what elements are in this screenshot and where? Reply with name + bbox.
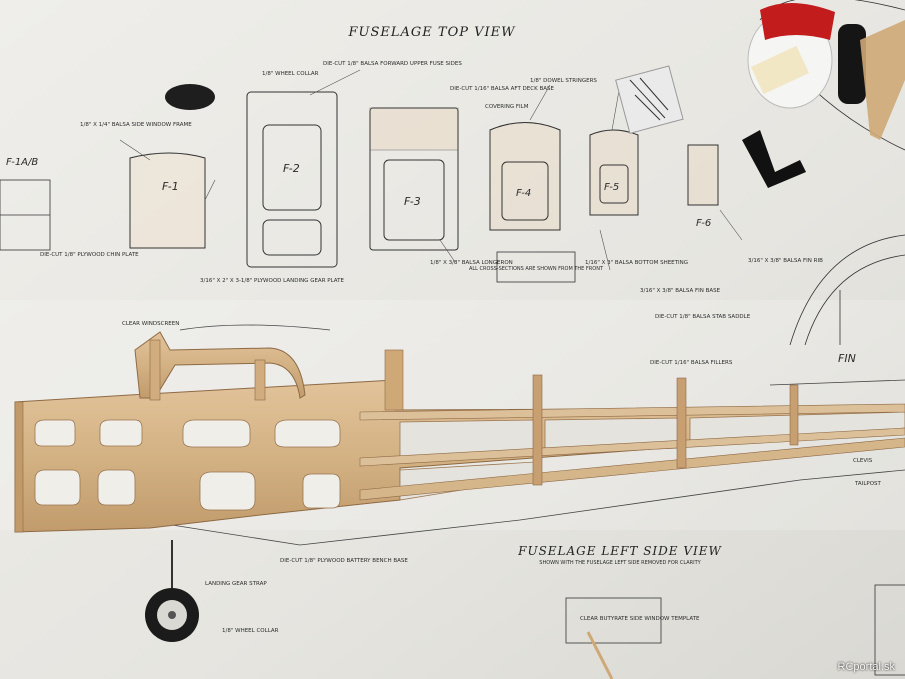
callout: 1/8" DOWEL STRINGERS xyxy=(530,78,597,84)
callout: DIE-CUT 1/8" BALSA FORWARD UPPER FUSE SI… xyxy=(323,61,462,67)
longeron-bottom xyxy=(359,437,905,501)
callout: 3/16" X 2" X 3-1/8" PLYWOOD LANDING GEAR… xyxy=(200,278,344,284)
longeron-top xyxy=(359,403,905,421)
former-f1: F-1 xyxy=(129,152,206,249)
door-post xyxy=(254,359,266,401)
callout: TAILPOST xyxy=(854,481,882,487)
callout: DIE-CUT 1/8" PLYWOOD BATTERY BENCH BASE xyxy=(280,558,408,564)
left-plan-fragment: F-1A/B xyxy=(0,157,51,251)
callout: LANDING GEAR STRAP xyxy=(205,581,267,587)
black-strip xyxy=(742,130,806,188)
firewall xyxy=(14,401,24,533)
longeron-mid xyxy=(359,427,905,467)
callout: 1/8" X 3/8" BALSA LONGERON xyxy=(430,260,513,266)
callout: DIE-CUT 1/16" BALSA AFT DECK BASE xyxy=(450,86,554,92)
template-box xyxy=(565,597,662,644)
callout: CLEAR WINDSCREEN xyxy=(122,321,179,327)
former-f2: F-2 xyxy=(246,91,338,268)
plan-callouts: 1/8" WHEEL COLLAR DIE-CUT 1/8" BALSA FOR… xyxy=(40,61,882,634)
uprights xyxy=(532,374,799,486)
former-f4: F-4 xyxy=(489,122,561,231)
black-bottle xyxy=(838,24,866,104)
callout: DIE-CUT 1/8" BALSA STAB SADDLE xyxy=(655,314,751,320)
pin-box xyxy=(615,65,684,134)
side-view-note: SHOWN WITH THE FUSELAGE LEFT SIDE REMOVE… xyxy=(539,560,701,566)
toothpick xyxy=(586,631,614,679)
former-label-f6: F-6 xyxy=(696,218,711,229)
callout: 1/8" WHEEL COLLAR xyxy=(222,628,279,634)
side-view-title: FUSELAGE LEFT SIDE VIEW xyxy=(517,544,722,558)
svg-text:F-1A/B: F-1A/B xyxy=(6,157,38,168)
cross-section-note: ALL CROSS-SECTIONS ARE SHOWN FROM THE FR… xyxy=(469,266,604,272)
former-f5: F-5 xyxy=(589,129,639,216)
callout: 1/8" WHEEL COLLAR xyxy=(262,71,319,77)
cabin-frame xyxy=(134,331,306,399)
balsa-scrap xyxy=(860,20,905,140)
former-label-f4: F-4 xyxy=(516,188,531,199)
former-f3: F-3 xyxy=(369,107,459,251)
callout: 1/16" X 3" BALSA BOTTOM SHEETING xyxy=(585,260,688,266)
top-view-wheel xyxy=(165,84,215,110)
callout: COVERING FILM xyxy=(485,104,529,110)
landing-gear-drawing xyxy=(145,84,215,642)
callout: FIN xyxy=(838,352,856,365)
former-label-f1: F-1 xyxy=(162,180,179,193)
footer-box xyxy=(874,584,905,676)
former-label-f5: F-5 xyxy=(604,182,619,193)
callout: DIE-CUT 1/16" BALSA FILLERS xyxy=(650,360,733,366)
cutouts-upper xyxy=(34,419,341,448)
former-label-f2: F-2 xyxy=(283,162,300,175)
former-f6: F-6 xyxy=(687,144,719,229)
callout: CLEAR BUTYRATE SIDE WINDOW TEMPLATE xyxy=(580,616,700,622)
note-box xyxy=(496,251,576,283)
callout: DIE-CUT 1/8" PLYWOOD CHIN PLATE xyxy=(40,252,139,258)
former-label-f3: F-3 xyxy=(404,195,421,208)
glue-bottle xyxy=(747,2,835,109)
callout: 3/16" X 3/8" BALSA FIN RIB xyxy=(748,258,823,264)
watermark: RCportal.sk xyxy=(837,661,895,673)
side-view-outline xyxy=(139,324,905,546)
callout: 3/16" X 3/8" BALSA FIN BASE xyxy=(640,288,721,294)
top-view-title: FUSELAGE TOP VIEW xyxy=(348,25,517,40)
windscreen-post xyxy=(149,339,161,401)
callout: 1/8" X 1/4" BALSA SIDE WINDOW FRAME xyxy=(80,122,192,128)
former-block xyxy=(384,349,404,411)
balsa-fuselage-side xyxy=(14,331,905,533)
cutouts-lower xyxy=(34,469,341,511)
callout: CLEVIS xyxy=(853,458,873,464)
